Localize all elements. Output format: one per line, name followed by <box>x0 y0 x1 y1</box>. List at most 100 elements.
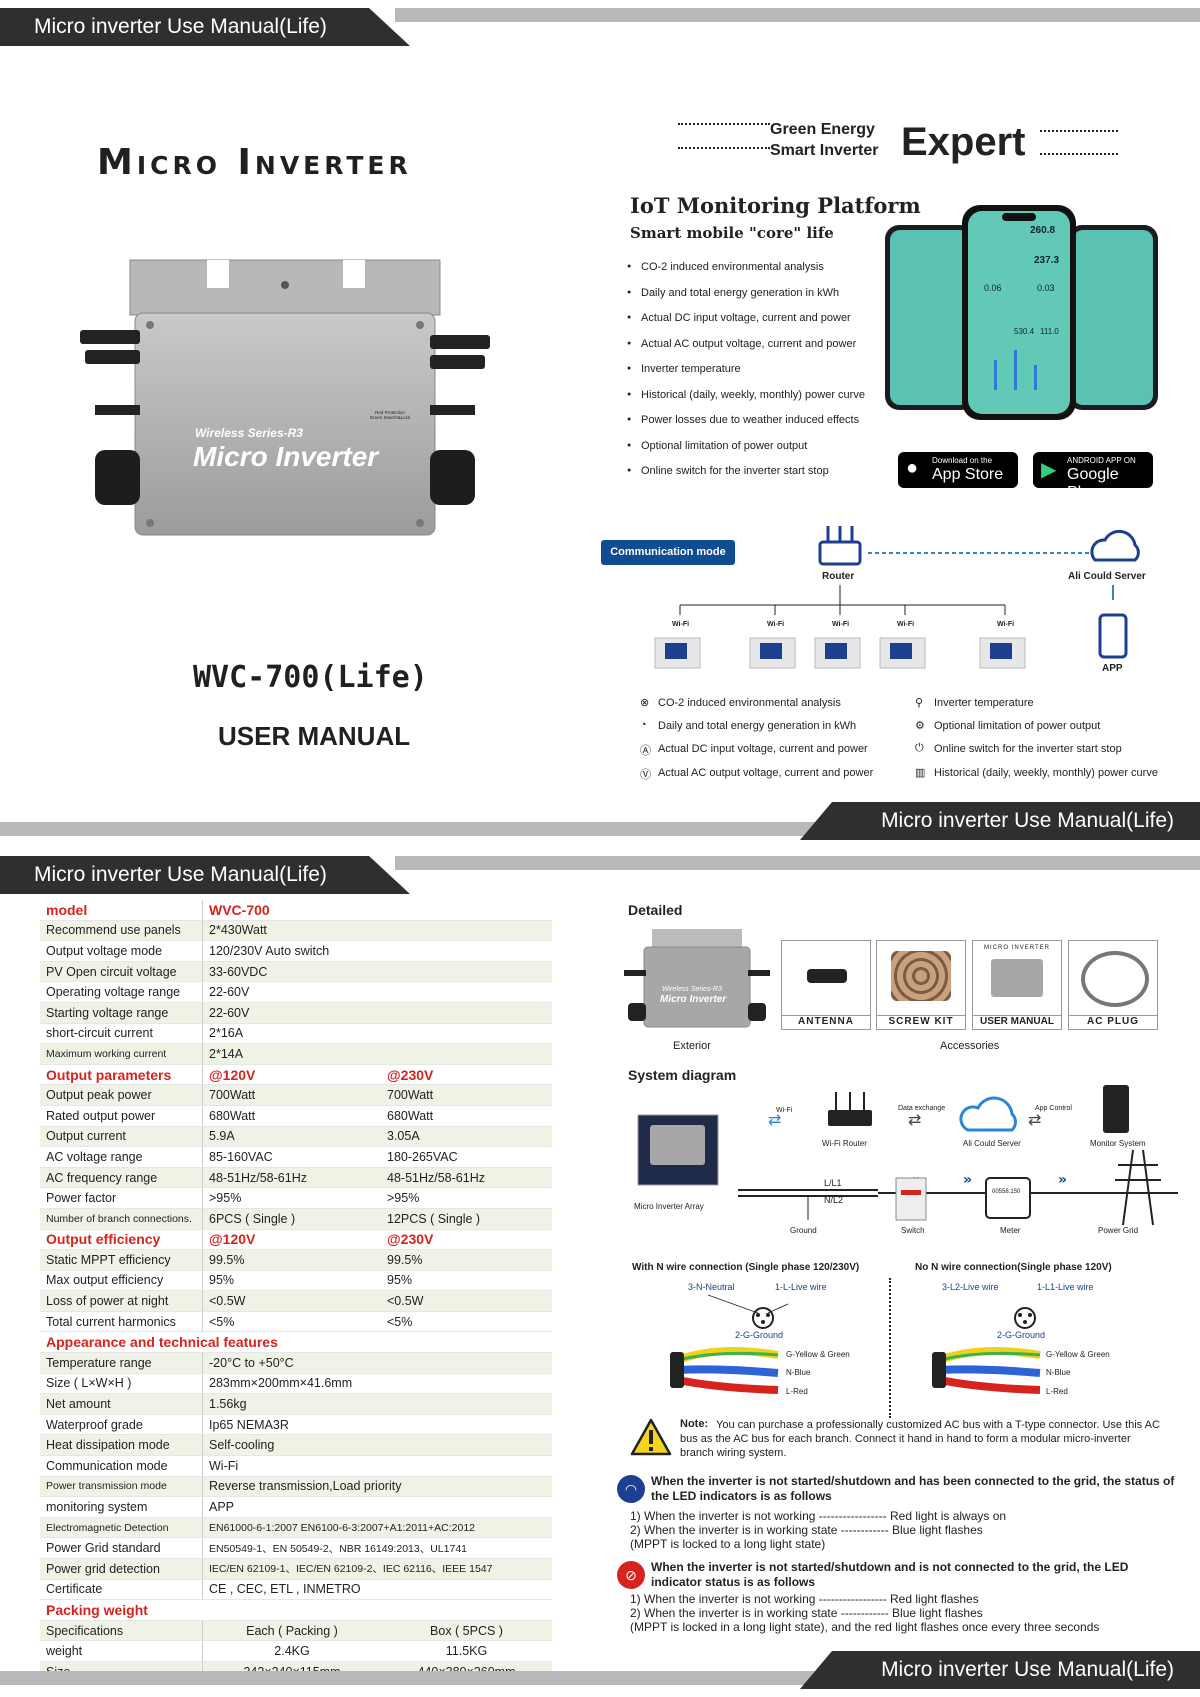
wiring-right-image <box>932 1307 1041 1394</box>
comm-feature-icon: ⚙ <box>915 720 925 732</box>
wire-label: 3-N-Neutral <box>688 1282 735 1292</box>
spec-row-label: Power transmission mode <box>40 1476 203 1498</box>
sys-ground-label: Ground <box>790 1226 817 1235</box>
spec-row-value: -20°C to +50°C <box>202 1352 552 1374</box>
tagline-expert: Expert <box>901 120 1026 164</box>
wifi-label: Wi-Fi <box>997 621 1015 628</box>
spec-row-label: Output voltage mode <box>40 940 203 962</box>
antenna-image <box>807 969 847 983</box>
wire-label: 1-L1-Live wire <box>1037 1282 1094 1292</box>
sys-l1-label: L/L1 <box>824 1178 842 1188</box>
phone-chart-icon <box>994 350 1037 390</box>
accessory-screw-kit: SCREW KIT <box>876 940 966 1030</box>
phone-value: 237.3 <box>1034 255 1060 266</box>
comm-feature-icon: Ⓐ <box>640 745 651 757</box>
output-header-230: @230V <box>381 1063 552 1086</box>
comm-feature: Actual AC output voltage, current and po… <box>658 767 874 779</box>
ac-plug-image <box>1081 951 1149 1007</box>
comm-feature: Optional limitation of power output <box>934 720 1101 732</box>
device-series-label: Wireless Series-R3 <box>195 426 303 440</box>
feature-item: Actual DC input voltage, current and pow… <box>627 312 851 324</box>
sys-cloud-label: Ali Could Server <box>963 1139 1021 1148</box>
exterior-label: Exterior <box>673 1040 711 1052</box>
spec-row-label: AC voltage range <box>40 1146 203 1168</box>
led-nogrid-title: When the inverter is not started/shutdow… <box>651 1560 1129 1589</box>
comm-feature: Historical (daily, weekly, monthly) powe… <box>934 767 1158 779</box>
header-stripe <box>395 8 1200 22</box>
no-n-title: No N wire connection(Single phase 120V) <box>915 1262 1112 1273</box>
accessory-ac-plug: AC PLUG <box>1068 940 1158 1030</box>
spec-row-label: weight <box>40 1640 203 1662</box>
micro-inverter-image <box>80 259 490 536</box>
screw-kit-image <box>891 951 951 1001</box>
sys-data-exchange-label: Data exchange <box>898 1105 946 1112</box>
wifi-label: Wi-Fi <box>897 621 915 628</box>
efficiency-header-120: @120V <box>202 1228 381 1251</box>
phone-right <box>1068 225 1158 410</box>
spec-row-value: >95% <box>202 1187 381 1209</box>
appearance-header: Appearance and technical features <box>40 1331 552 1354</box>
spec-row-value: 85-160VAC <box>202 1146 381 1168</box>
manual-mini-title: MICRO INVERTER <box>984 945 1050 951</box>
note-label: Note: <box>680 1418 709 1430</box>
spec-row-label: Rated output power <box>40 1105 203 1127</box>
spec-row-label: Power factor <box>40 1187 203 1209</box>
spec-row-value: 283mm×200mm×41.6mm <box>202 1373 552 1395</box>
phone-value: 111.0 <box>1040 327 1059 336</box>
no-wifi-circle-icon: ⊘ <box>617 1561 645 1589</box>
google-play-big: Google Play <box>1067 466 1119 501</box>
led-grid-line: 2) When the inverter is in working state… <box>630 1523 983 1537</box>
spec-row-value: <0.5W <box>381 1290 552 1312</box>
phone-value: 0.06 <box>984 283 1002 293</box>
spec-row-value: 33-60VDC <box>202 961 552 983</box>
spec-row-value: 99.5% <box>202 1249 381 1271</box>
spec-row-value: 5.9A <box>202 1126 381 1148</box>
spec-row-label: Total current harmonics <box>40 1311 203 1333</box>
svg-text:Micro Inverter: Micro Inverter <box>660 994 727 1005</box>
comm-feature-icon: Ⓥ <box>640 769 651 781</box>
spec-row-label: monitoring system <box>40 1496 203 1518</box>
feature-item: CO-2 induced environmental analysis <box>627 261 824 273</box>
google-play-button[interactable]: ▶ ANDROID APP ON Google Play <box>1033 452 1153 501</box>
feature-item: Inverter temperature <box>627 363 741 375</box>
wire-label: 2-G-Ground <box>997 1330 1046 1340</box>
system-diagram: ⇄ ⇄ ⇄ » » » <box>637 1085 1178 1226</box>
cloud-label: Ali Could Server <box>1068 571 1146 582</box>
google-play-small: ANDROID APP ON <box>1067 456 1136 465</box>
feature-item: Actual AC output voltage, current and po… <box>627 338 856 350</box>
header-stripe <box>395 856 1200 870</box>
svg-text:⇄: ⇄ <box>1028 1110 1041 1129</box>
spec-row-value: EN50549-1、EN 50549-2、NBR 16149:2013、UL17… <box>202 1537 552 1559</box>
sys-monitor-label: Monitor System <box>1090 1139 1146 1148</box>
spec-row-value: Each ( Packing ) <box>202 1620 381 1642</box>
tagline-dots-3 <box>1040 130 1118 132</box>
feature-item: Historical (daily, weekly, monthly) powe… <box>627 389 865 401</box>
power-icon: ⏻ <box>915 742 924 754</box>
spec-row-label: Recommend use panels <box>40 920 203 942</box>
spec-row-label: Number of branch connections. <box>40 1208 203 1230</box>
feature-item: Optional limitation of power output <box>627 440 807 452</box>
tagline-dots-2 <box>678 147 770 149</box>
wire-color-label: G-Yellow & Green <box>1046 1350 1110 1359</box>
spec-row-value: >95% <box>381 1187 552 1209</box>
thermometer-icon: ⚲ <box>915 697 924 709</box>
efficiency-header: Output efficiency <box>40 1228 203 1251</box>
spec-row-label: Electromagnetic Detection <box>40 1517 203 1539</box>
wire-color-label: L-Red <box>1046 1387 1068 1396</box>
led-nogrid-line: 2) When the inverter is in working state… <box>630 1606 983 1620</box>
spec-row-value: <5% <box>202 1311 381 1333</box>
sys-n-label: N/L2 <box>824 1195 844 1205</box>
spec-row-value: 700Watt <box>381 1084 552 1106</box>
spec-row-value: Wi-Fi <box>202 1455 552 1477</box>
sys-meter-label: Meter <box>1000 1226 1021 1235</box>
spec-row-value: Ip65 NEMA3R <box>202 1414 552 1436</box>
tagline-smart-inverter: Smart Inverter <box>770 142 879 159</box>
svg-text:⇄: ⇄ <box>908 1110 921 1129</box>
comm-feature-icon: ⊗ <box>640 697 650 709</box>
accessory-antenna: ANTENNA <box>781 940 871 1030</box>
footer-bar-page2: Micro inverter Use Manual(Life) <box>800 1651 1200 1689</box>
spec-row-label: Power Grid standard <box>40 1537 203 1559</box>
app-store-button[interactable]: ● Download on the App Store <box>898 452 1018 488</box>
spec-row-value: 180-265VAC <box>381 1146 552 1168</box>
spec-row-label: Power grid detection <box>40 1558 203 1580</box>
